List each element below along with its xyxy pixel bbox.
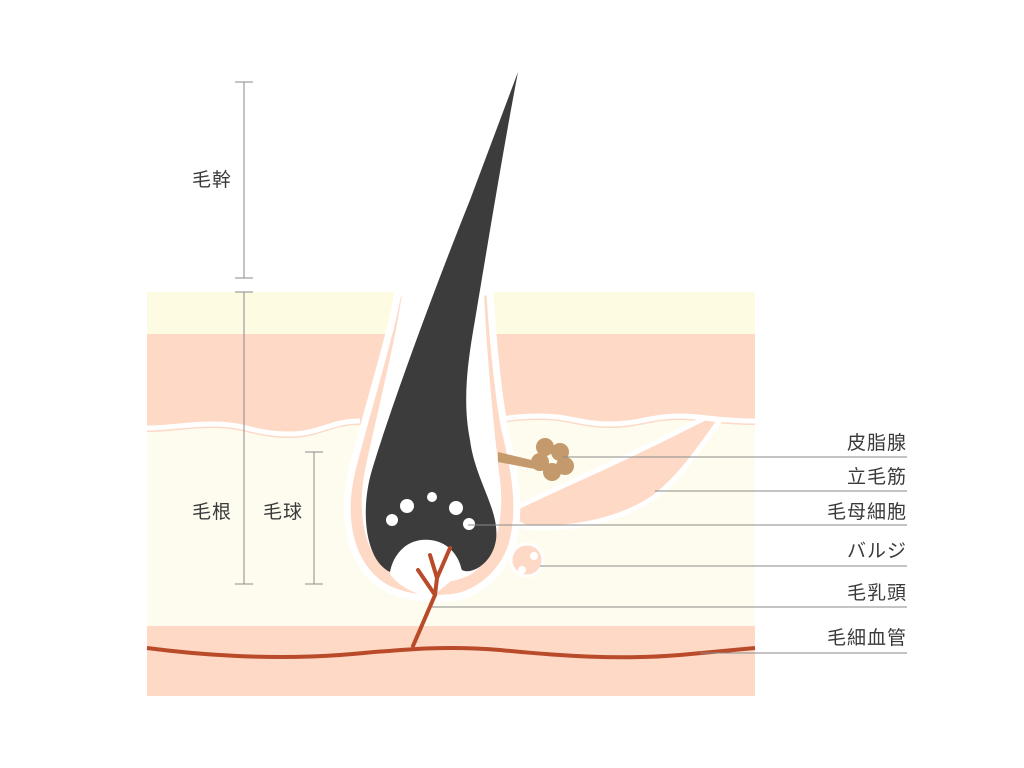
papilla-capillary xyxy=(411,546,452,648)
label-hair-bulb: 毛球 xyxy=(263,501,303,523)
left-brackets xyxy=(235,81,323,585)
leader-lines xyxy=(432,456,907,654)
dermal-papilla xyxy=(390,540,462,598)
blood-vessel xyxy=(146,645,756,660)
label-bulge: バルジ xyxy=(847,540,907,562)
dermis-boundary-line-right xyxy=(489,413,756,427)
label-hair-matrix-cell: 毛母細胞 xyxy=(827,501,907,523)
label-hair-shaft: 毛幹 xyxy=(192,169,232,191)
dermis-boundary-line xyxy=(146,418,361,437)
hair-shaft xyxy=(365,72,518,572)
label-hair-root: 毛根 xyxy=(192,501,232,523)
matrix-cells xyxy=(386,492,475,530)
label-arrector-pili: 立毛筋 xyxy=(847,466,907,488)
deep-layer xyxy=(147,626,755,696)
arrector-pili-muscle xyxy=(496,415,725,531)
label-sebaceous-gland: 皮脂腺 xyxy=(847,432,907,454)
bulge xyxy=(509,542,545,578)
label-dermal-papilla: 毛乳頭 xyxy=(847,582,907,604)
label-capillary: 毛細血管 xyxy=(827,627,907,649)
